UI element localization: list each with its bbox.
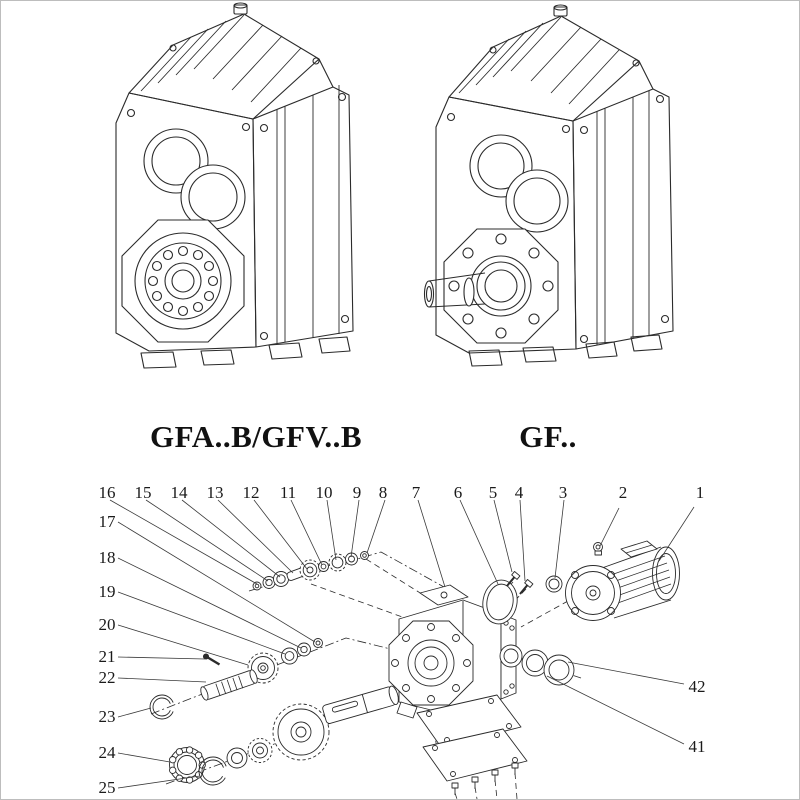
mounting-feet <box>468 334 663 367</box>
part-number-label: 3 <box>558 483 568 502</box>
part-number-label: 4 <box>514 483 524 502</box>
motor-drawing <box>565 540 680 621</box>
part-number-label: 24 <box>98 743 116 762</box>
output-gear <box>272 703 330 761</box>
output-shaft-drawing <box>322 685 399 724</box>
gearbox-right-drawing <box>423 4 674 367</box>
gasket-and-fasteners <box>482 542 603 625</box>
circlip <box>198 756 228 786</box>
leader-lines <box>109 499 695 789</box>
part-number-label: 17 <box>98 512 116 531</box>
input-parts-row <box>252 551 369 591</box>
part-number-label: 16 <box>98 483 116 502</box>
part-number-label: 9 <box>352 483 362 502</box>
part-number-label: 2 <box>618 483 628 502</box>
roller-bearing <box>169 746 206 784</box>
flange-bolts <box>451 762 519 795</box>
part-number-label: 10 <box>315 483 333 502</box>
seal-rings-drawing <box>499 644 575 686</box>
input-bore-circles <box>143 128 246 230</box>
output-shaft <box>423 272 486 308</box>
pinion-shaft <box>200 669 258 701</box>
model-label-left: GFA..B/GFV..B <box>149 419 363 454</box>
gearbox-left-drawing <box>115 2 354 369</box>
intermediate-parts-row <box>149 638 323 720</box>
output-parts-row <box>169 685 399 786</box>
part-number-label: 22 <box>98 668 116 687</box>
hollow-bore-bearing <box>121 219 245 343</box>
motor-fins <box>607 555 672 605</box>
exploded-parts-drawing <box>109 499 695 799</box>
part-number-label: 6 <box>453 483 463 502</box>
axis-lines <box>150 551 582 785</box>
part-number-label: 42 <box>688 677 706 696</box>
output-flange <box>443 228 559 344</box>
part-number-label: 21 <box>98 647 116 666</box>
part-number-label: 25 <box>98 778 116 797</box>
part-number-label: 1 <box>695 483 705 502</box>
cover-plates-drawing <box>416 694 528 795</box>
cooling-fins <box>458 16 620 105</box>
part-number-label: 11 <box>279 483 297 502</box>
part-number-label: 20 <box>98 615 116 634</box>
part-number-label: 13 <box>206 483 224 502</box>
mounting-feet <box>140 336 351 369</box>
part-number-label: 8 <box>378 483 388 502</box>
input-bore-circles <box>469 134 569 233</box>
part-number-label: 7 <box>411 483 421 502</box>
part-number-label: 14 <box>170 483 188 502</box>
part-number-label: 23 <box>98 707 116 726</box>
model-label-right: GF.. <box>519 419 577 454</box>
part-number-label: 5 <box>488 483 498 502</box>
side-ribs <box>596 91 650 345</box>
cooling-fins <box>140 14 302 103</box>
part-number-label: 18 <box>98 548 116 567</box>
part-number-label: 12 <box>242 483 260 502</box>
part-number-label: 41 <box>688 737 706 756</box>
side-ribs <box>276 85 340 343</box>
part-number-label: 15 <box>134 483 152 502</box>
part-number-label: 19 <box>98 582 116 601</box>
circlip <box>149 694 175 720</box>
